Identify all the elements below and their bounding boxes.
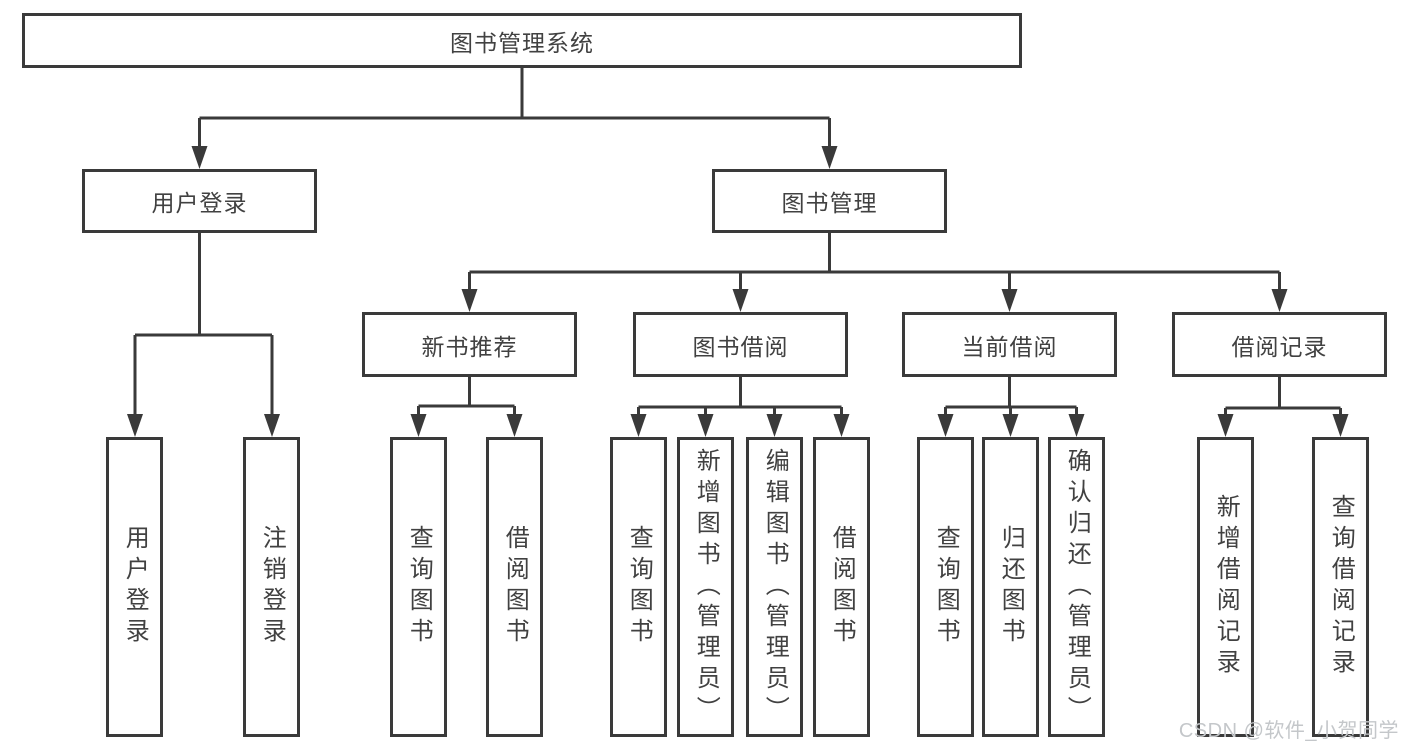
node-label: 图书管理 (781, 190, 878, 216)
node-library-management-system: 图书管理系统 (22, 13, 1022, 68)
leaf-label: 新增图书（管理员） (692, 447, 720, 727)
leaf-borrow-book-borrow: 借阅图书 (813, 437, 870, 737)
leaf-query-book-borrow: 查询图书 (610, 437, 667, 737)
node-book-management: 图书管理 (712, 169, 947, 233)
connector-arrowheads (127, 146, 1349, 437)
leaf-query-borrow-record: 查询借阅记录 (1312, 437, 1369, 737)
node-user-login: 用户登录 (82, 169, 317, 233)
leaf-label: 查询图书 (932, 525, 960, 649)
node-label: 用户登录 (151, 190, 248, 216)
leaf-label: 编辑图书（管理员） (761, 447, 789, 727)
node-label: 新书推荐 (421, 333, 518, 360)
leaf-label: 查询图书 (405, 525, 433, 649)
leaf-label: 查询图书 (625, 525, 653, 649)
leaf-label: 确认归还（管理员） (1063, 447, 1091, 727)
node-label: 图书借阅 (692, 333, 789, 360)
leaf-confirm-return-admin: 确认归还（管理员） (1048, 437, 1105, 737)
leaf-label: 归还图书 (997, 525, 1025, 649)
leaf-label: 用户登录 (121, 525, 149, 649)
leaf-add-borrow-record: 新增借阅记录 (1197, 437, 1254, 737)
leaf-label: 查询借阅记录 (1327, 494, 1355, 680)
csdn-watermark: CSDN @软件_小贺同学 (1178, 720, 1399, 742)
leaf-query-book-recommend: 查询图书 (390, 437, 447, 737)
leaf-logout: 注销登录 (243, 437, 300, 737)
node-book-borrow: 图书借阅 (633, 312, 848, 377)
node-label: 当前借阅 (961, 333, 1058, 360)
node-borrow-record: 借阅记录 (1172, 312, 1387, 377)
leaf-label: 新增借阅记录 (1212, 494, 1240, 680)
node-label: 图书管理系统 (450, 29, 594, 56)
connector-lines (133, 68, 1342, 419)
leaf-borrow-book-recommend: 借阅图书 (486, 437, 543, 737)
leaf-return-book: 归还图书 (982, 437, 1039, 737)
node-label: 借阅记录 (1231, 333, 1328, 360)
leaf-query-book-current: 查询图书 (917, 437, 974, 737)
node-current-borrow: 当前借阅 (902, 312, 1117, 377)
leaf-edit-book-admin: 编辑图书（管理员） (746, 437, 803, 737)
node-new-book-recommend: 新书推荐 (362, 312, 577, 377)
leaf-add-book-admin: 新增图书（管理员） (677, 437, 734, 737)
leaf-label: 注销登录 (258, 525, 286, 649)
leaf-label: 借阅图书 (501, 525, 529, 649)
leaf-user-login: 用户登录 (106, 437, 163, 737)
leaf-label: 借阅图书 (828, 525, 856, 649)
